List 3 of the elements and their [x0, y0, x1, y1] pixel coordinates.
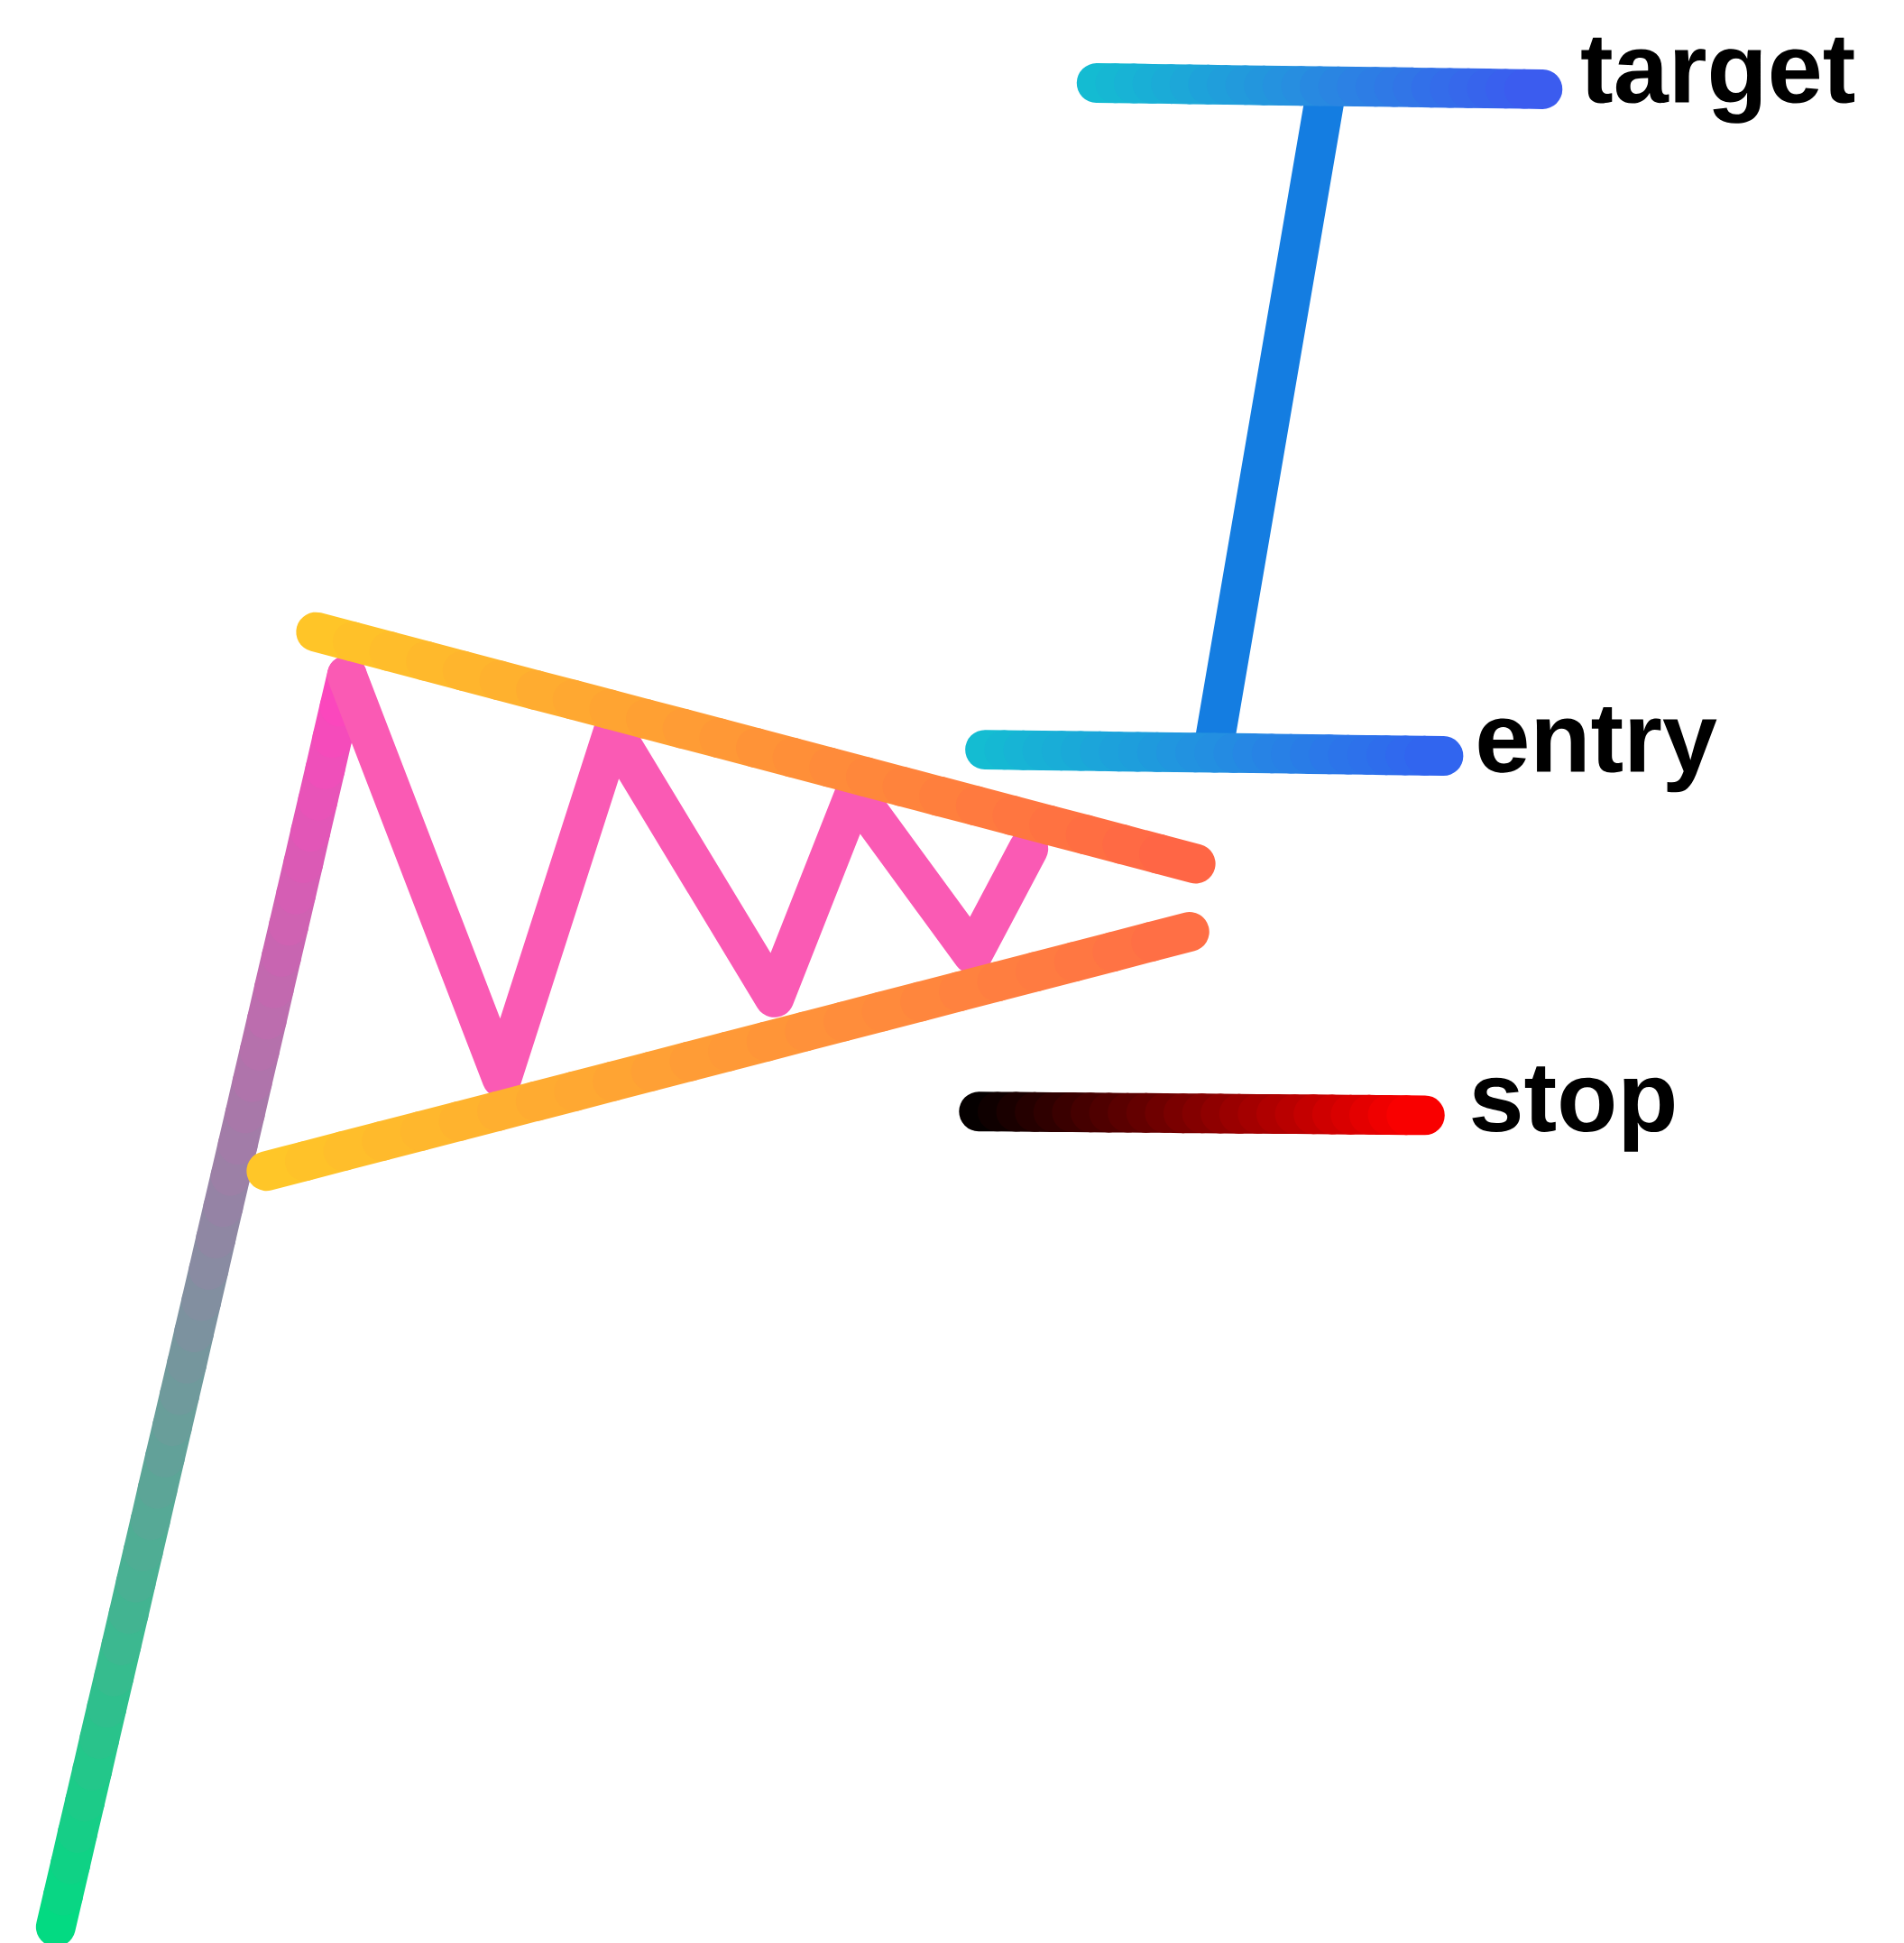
level-label: entry	[1478, 706, 1717, 793]
level-label: target	[1581, 37, 1854, 124]
level-label: stop	[1472, 1066, 1674, 1152]
